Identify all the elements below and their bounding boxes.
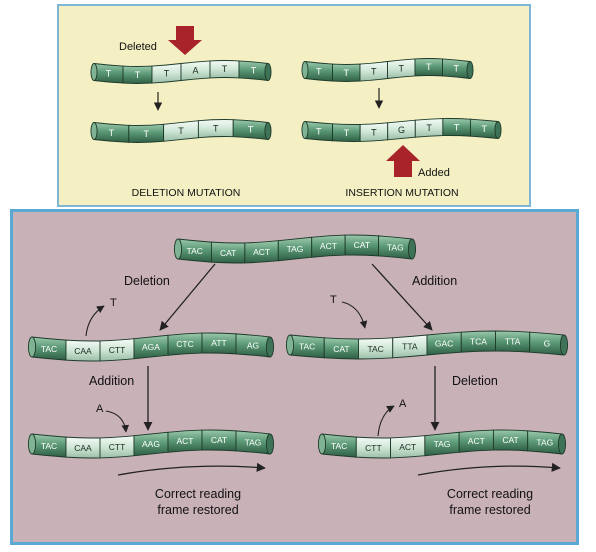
right-after-first-strand-base-label: TAC: [367, 344, 383, 354]
original-strand-base-label: ACT: [320, 241, 337, 251]
right-after-first-strand-base-label: CAT: [333, 344, 349, 354]
left-result-strand-base-label: CAT: [211, 435, 227, 445]
insertion-after-strand-base-label: T: [454, 122, 460, 132]
insertion-after-strand-base-label: T: [481, 124, 487, 134]
insertion-after-strand-base-label: T: [371, 128, 377, 138]
right-result-strand-base-label: TAG: [536, 437, 553, 447]
left-after-first-strand-base-label: CTC: [176, 339, 193, 349]
deletion-before-strand-base-label: T: [106, 69, 112, 79]
left-result-strand-base-label: CTT: [109, 442, 126, 452]
deletion-after-strand-base-label: T: [109, 128, 115, 138]
right-result-strand-base-label: ACT: [399, 442, 416, 452]
original-strand-base-label: ACT: [253, 247, 270, 257]
original-strand-base-label: TAG: [387, 242, 404, 252]
left-after-first-strand-base-label: TAC: [41, 344, 57, 354]
right-removed-base-arrow: [377, 405, 395, 437]
right-second-step-label: Deletion: [452, 374, 498, 388]
right-result-strand-base-label: TAG: [434, 439, 451, 449]
right-after-first-strand-base-label: GAC: [435, 339, 453, 349]
left-result-strand-base-label: ACT: [177, 436, 194, 446]
addition-branch-arrow: [371, 263, 433, 331]
right-first-step-label: Addition: [412, 274, 457, 288]
deletion-before-strand-base-label: T: [222, 64, 228, 74]
left-after-first-strand-base-label: AG: [247, 340, 259, 350]
left-caption-line1: Correct reading: [155, 487, 241, 501]
deletion-after-strand-base-label: T: [248, 124, 254, 134]
left-after-first-strand-base-label: ATT: [211, 338, 226, 348]
deletion-before-strand-base-label: T: [251, 66, 257, 76]
insertion-before-strand-base-label: T: [454, 64, 460, 74]
deletion-before-strand-base-label: T: [164, 69, 170, 79]
right-caption-line1: Correct reading: [447, 487, 533, 501]
left-caption-line2: frame restored: [157, 503, 238, 517]
left-after-first-strand: TAC CAA CTT AGA CTC ATT AG: [27, 332, 275, 362]
insertion-before-strand-base-label: T: [399, 64, 405, 74]
right-result-strand: TAC CTT ACT TAG ACT CAT TAG: [317, 429, 567, 459]
left-reading-frame-arrow: [117, 462, 266, 476]
left-result-strand-base-label: AAG: [142, 439, 160, 449]
left-result-strand-base-label: CAA: [74, 443, 92, 453]
left-after-first-strand-base-label: CTT: [109, 345, 126, 355]
deleted-pointer-arrow: [168, 26, 202, 55]
left-second-step-label: Addition: [89, 374, 134, 388]
left-added-base: A: [96, 403, 104, 415]
insertion-after-strand-base-label: T: [316, 127, 322, 137]
deletion-after-strand-base-label: T: [143, 129, 149, 139]
original-strand-base-label: TAC: [187, 246, 203, 256]
right-removed-base: A: [399, 398, 407, 410]
right-after-first-strand-base-label: TTA: [505, 336, 521, 346]
right-after-first-strand: TAC CAT TAC TTA GAC TCA TTA G: [285, 330, 569, 360]
insertion-after-strand-base-label: T: [344, 128, 350, 138]
deletion-after-strand-base-label: T: [213, 123, 219, 133]
left-first-step-label: Deletion: [124, 274, 170, 288]
right-added-base: T: [330, 294, 337, 306]
insertion-after-strand-base-label: G: [398, 125, 405, 135]
original-strand-base-label: TAG: [287, 244, 304, 254]
original-strand-base-label: CAT: [220, 248, 236, 258]
right-reading-frame-arrow: [417, 462, 561, 476]
right-result-strand-base-label: CTT: [365, 443, 382, 453]
point-mutation-panel: [57, 4, 531, 207]
right-result-strand-base-label: TAC: [331, 441, 347, 451]
right-added-base-arrow: [341, 301, 368, 329]
original-strand-base-label: CAT: [354, 240, 370, 250]
deletion-branch-arrow: [159, 263, 216, 331]
left-removed-base-arrow: [85, 305, 105, 337]
left-removed-base: T: [110, 297, 117, 309]
insertion-mutation-caption: INSERTION MUTATION: [345, 187, 458, 199]
added-pointer-arrow: [386, 145, 420, 177]
right-after-first-strand-base-label: TTA: [402, 342, 418, 352]
deleted-label: Deleted: [119, 41, 157, 53]
right-after-first-strand-base-label: TCA: [470, 336, 487, 346]
left-result-strand: TAC CAA CTT AAG ACT CAT TAG: [27, 429, 275, 459]
left-added-base-arrow: [105, 410, 130, 433]
added-label: Added: [418, 167, 450, 179]
right-after-first-strand-base-label: G: [544, 339, 551, 349]
insertion-before-strand-base-label: T: [344, 68, 350, 78]
right-after-first-strand-base-label: TAC: [299, 342, 315, 352]
deletion-after-strand-base-label: T: [178, 126, 184, 136]
insertion-after-strand-base-label: T: [426, 123, 432, 133]
left-after-first-strand-base-label: CAA: [74, 346, 92, 356]
insertion-before-strand-base-label: T: [371, 67, 377, 77]
original-strand: TAC CAT ACT TAG ACT CAT TAG: [173, 234, 417, 264]
right-caption-line2: frame restored: [449, 503, 530, 517]
right-result-strand-base-label: CAT: [502, 435, 518, 445]
frameshift-panel: [10, 209, 579, 545]
insertion-before-strand-base-label: T: [426, 62, 432, 72]
right-result-strand-base-label: ACT: [468, 436, 485, 446]
deletion-mutation-caption: DELETION MUTATION: [132, 187, 241, 199]
left-after-first-strand-base-label: AGA: [142, 342, 160, 352]
left-result-strand-base-label: TAC: [41, 441, 57, 451]
insertion-before-strand-base-label: T: [316, 67, 322, 77]
deletion-before-strand-base-label: T: [135, 70, 141, 80]
left-result-strand-base-label: TAG: [245, 437, 262, 447]
deletion-before-strand-base-label: A: [192, 66, 198, 76]
